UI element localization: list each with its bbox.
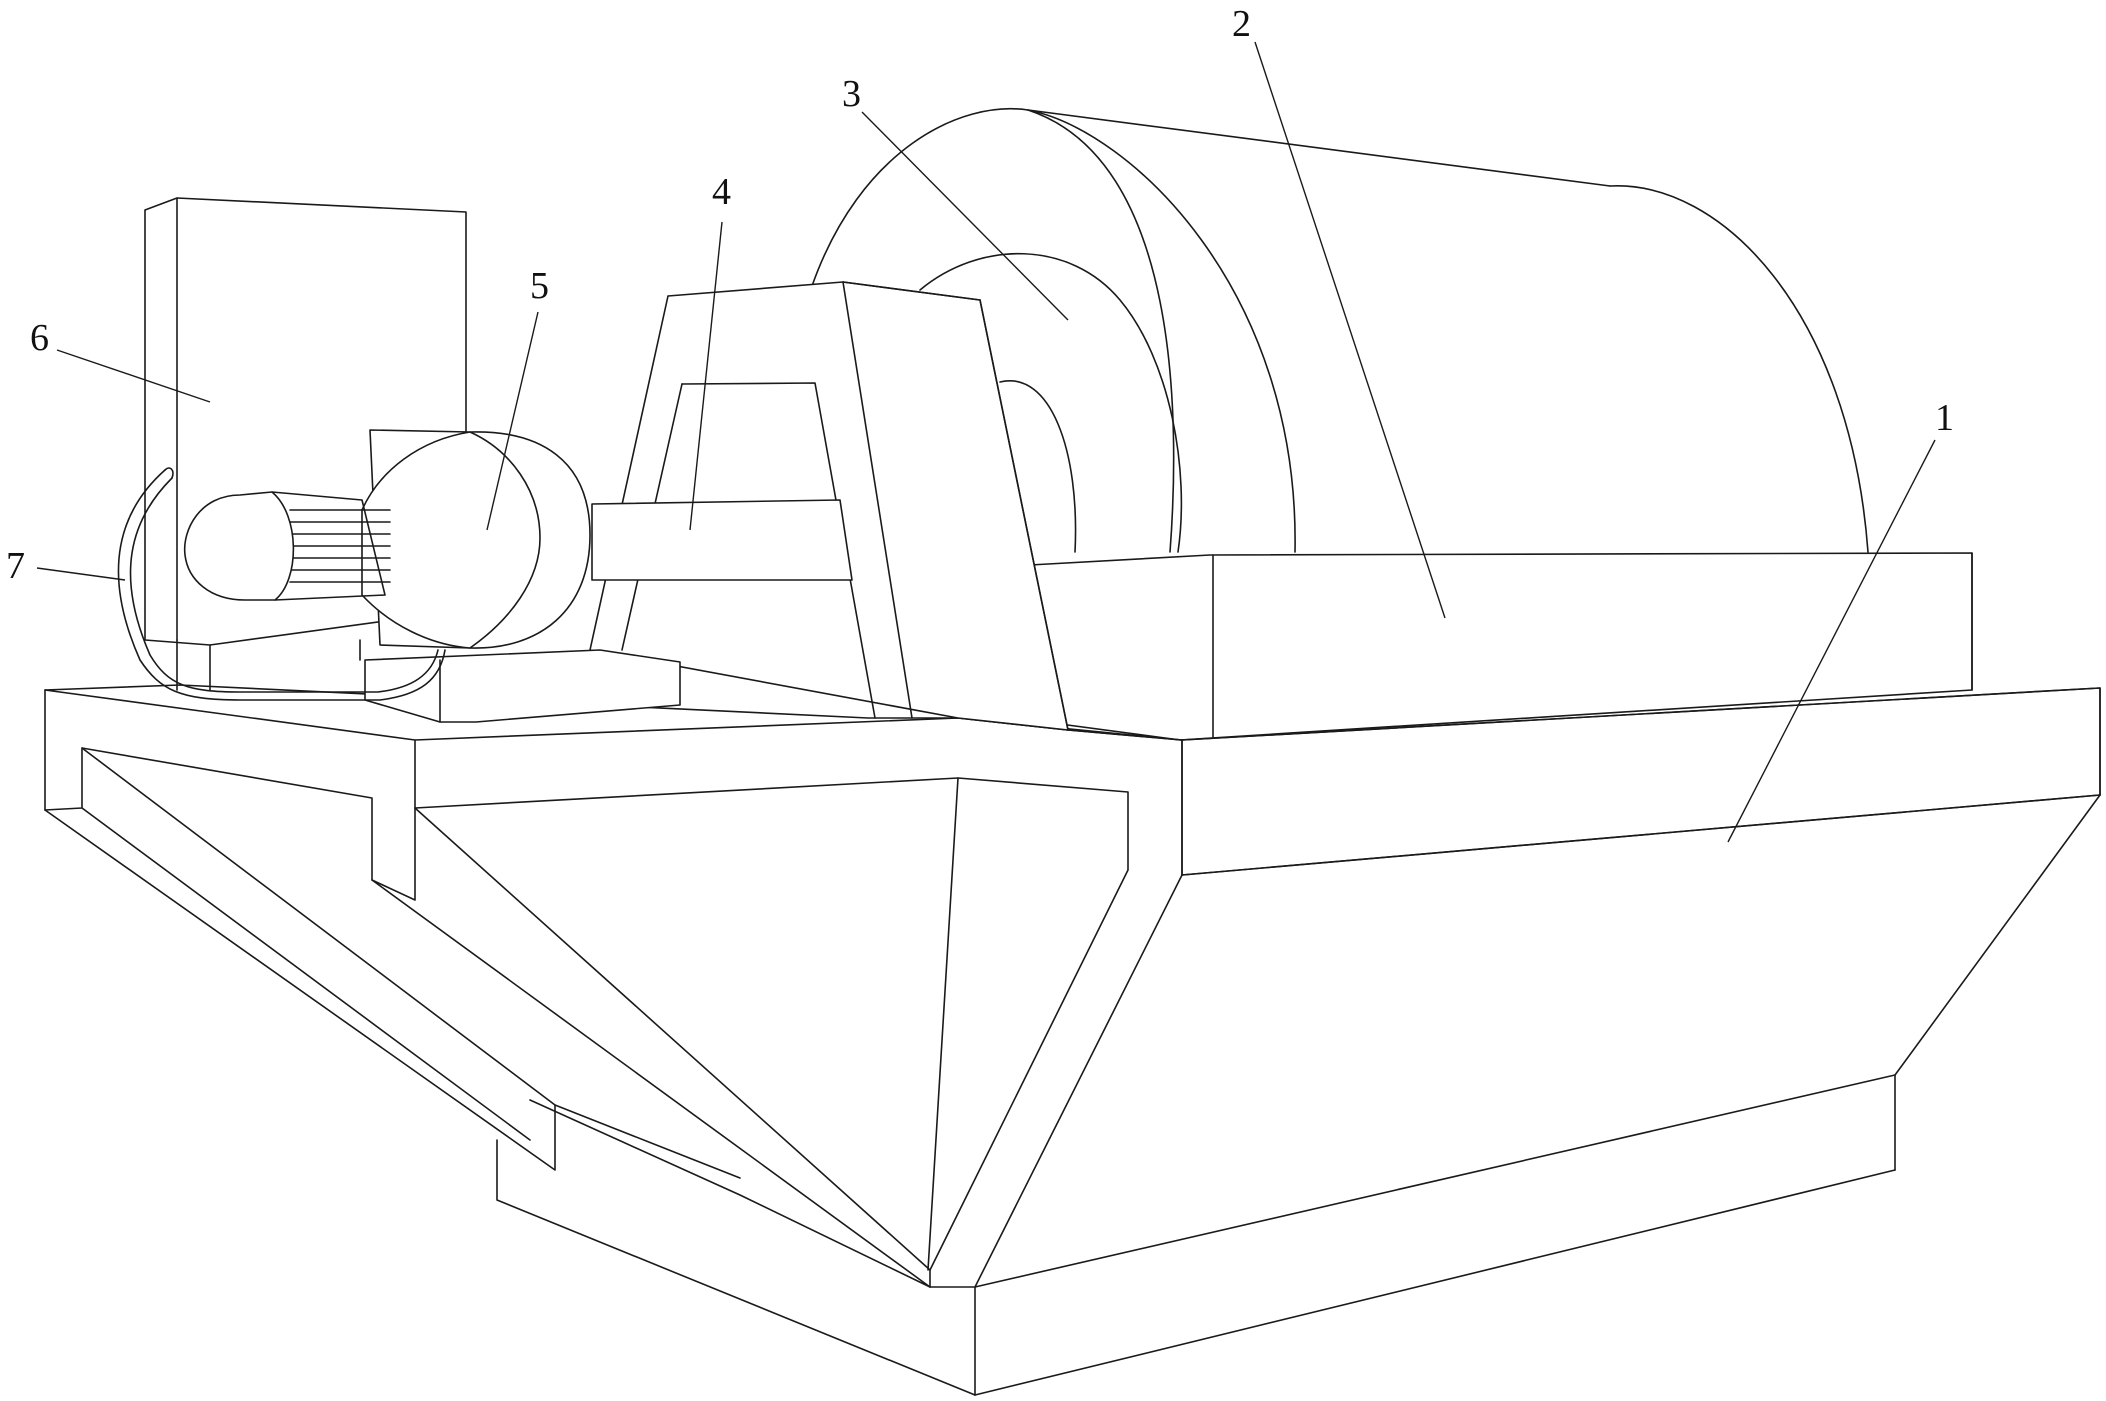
hopper-left-slope [414,807,931,1271]
chute-lower-2 [554,1104,741,1179]
leader-1 [1727,439,1936,843]
motor-pedestal [364,649,681,723]
frame-inner [681,382,876,719]
cable-outer [117,469,446,701]
label-7: 7 [6,545,25,587]
chute-lower [529,1099,931,1288]
label-6: 6 [30,317,49,359]
motor-assembly [183,429,681,723]
hopper-bottom-front [974,1169,1896,1396]
hopper-base-left [496,1139,976,1396]
gearbox-cone [361,431,541,649]
base-tank [44,684,2101,1396]
hopper-left-slope-2 [371,879,931,1288]
leader-2 [1254,41,1446,619]
hopper-bottom-right [974,1074,1896,1288]
motor-end-cap [183,491,295,601]
chute-inner [81,807,531,1141]
hopper-center-slope [974,874,1183,1288]
cable [117,467,446,701]
hopper-left-ridge [927,777,959,1271]
drum-back-arc [1609,185,1869,553]
frame-shaft-notch [842,281,981,301]
reference-numerals: 1 2 3 4 5 6 7 [6,3,1954,587]
base-right-top [1181,687,2101,796]
shaft [591,499,853,581]
cable-inner [129,477,439,693]
leader-6 [56,349,211,403]
leader-3 [861,111,1069,321]
label-4: 4 [712,171,731,213]
base-left-top [44,689,416,809]
hub-ring-3 [919,252,1183,553]
cable-hook [164,467,174,479]
frame-right-face [979,299,1069,731]
label-2: 2 [1232,3,1251,45]
leader-lines [36,41,1936,843]
label-1: 1 [1935,397,1954,439]
drum [811,108,1869,553]
base-mid-line [1181,794,2101,876]
label-3: 3 [842,73,861,115]
drum-top-edge [1027,109,1611,187]
leader-7 [36,567,126,581]
shaft-body [591,499,853,581]
leader-4 [689,221,723,531]
motor-fins [289,509,391,583]
base-front-edge [414,717,1183,876]
drum-inner-rim [1027,109,1175,553]
base-top-outline [44,689,1129,1288]
hopper-right-slope [1894,794,2101,1171]
box-legs [176,639,361,691]
chute-top [44,747,556,1171]
hub-inner [999,380,1077,553]
frame-edge [842,281,913,719]
drum-front-rim [811,108,1296,553]
leader-5 [486,311,539,531]
label-5: 5 [530,265,549,307]
